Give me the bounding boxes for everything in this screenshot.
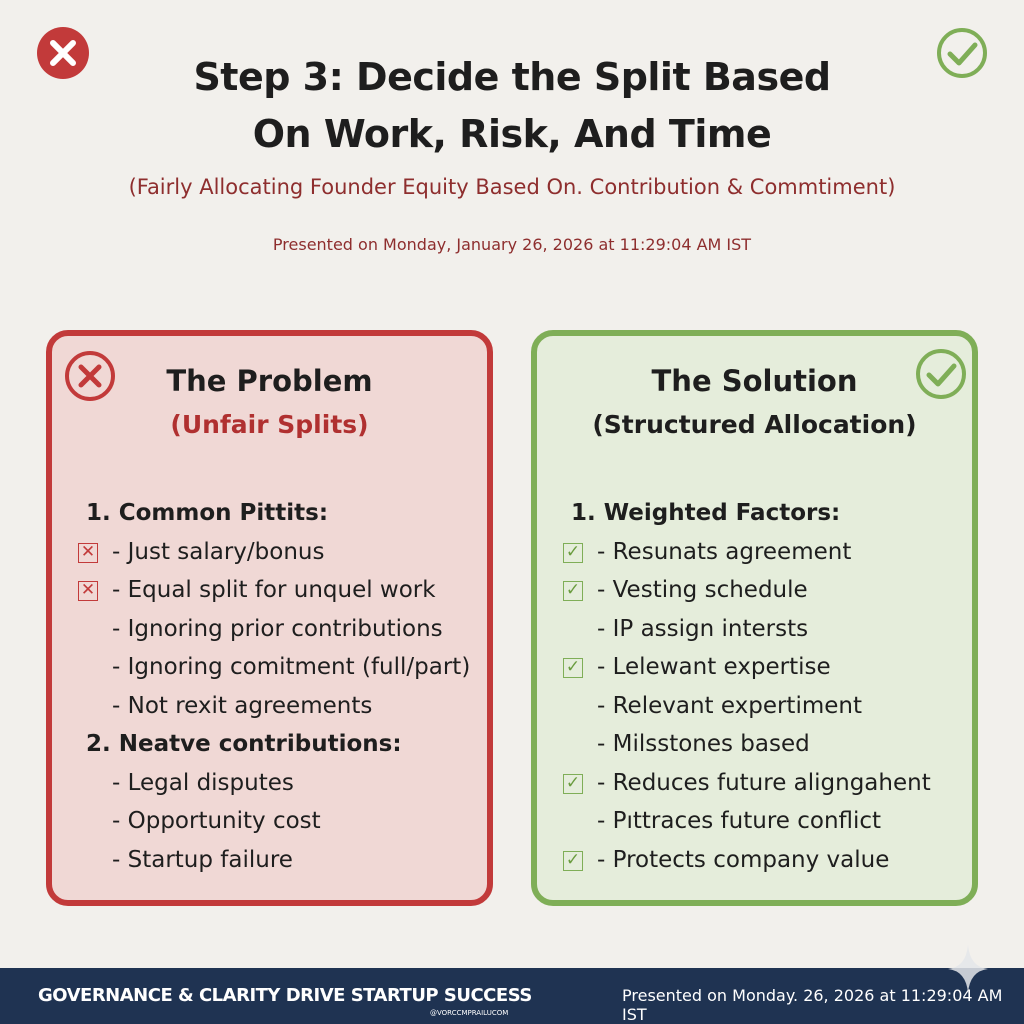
- footer-presented: Presented on Monday. 26, 2026 at 11:29:0…: [622, 986, 1003, 1024]
- sparkle-icon: [948, 945, 988, 993]
- list-item-text: - Vesting schedule: [597, 577, 808, 603]
- list-item-text: - Protects company value: [597, 846, 890, 873]
- footer-tagline: GOVERNANCE & CLARITY DRIVE STARTUP SUCCE…: [38, 985, 532, 1006]
- list-item: ✓ - Vesting schedule: [537, 571, 972, 610]
- list-item: ✓ - Resunats agreement: [537, 533, 972, 572]
- presented-date: Presented on Monday, January 26, 2026 at…: [272, 235, 752, 254]
- list-item-text: - Ignoring comitment (full/part): [112, 654, 471, 680]
- list-item-text: - Equal split for unquel work: [112, 577, 436, 603]
- footer-bar: GOVERNANCE & CLARITY DRIVE STARTUP SUCCE…: [0, 968, 1024, 1024]
- list-item: - Milsstones based: [537, 725, 972, 764]
- list-item-text: - Just salary/bonus: [112, 538, 325, 565]
- check-circle-icon: [916, 349, 966, 399]
- list-item: - Not rexit agreements: [52, 687, 487, 726]
- list-item: ✓ - Lelewant expertise: [537, 648, 972, 687]
- list-item: ✓ - Protects company value: [537, 841, 972, 880]
- list-item-text: - Relevant expertiment: [597, 692, 862, 719]
- subtitle: (Fairly Allocating Founder Equity Based …: [128, 175, 896, 199]
- list-item: - Pıttraces future conflict: [537, 802, 972, 841]
- solution-title: The Solution: [651, 364, 858, 398]
- solution-subtitle: (Structured Allocation): [592, 410, 917, 439]
- list-item: 1. Common Pittits:: [52, 494, 487, 533]
- list-item-text: - Opportunity cost: [112, 808, 321, 834]
- list-item: 1. Weighted Factors:: [537, 494, 972, 533]
- solution-list: 1. Weighted Factors: ✓ - Resunats agreemen…: [537, 494, 972, 879]
- problem-title: The Problem: [166, 364, 373, 398]
- x-checkbox-icon: ✕: [78, 542, 98, 563]
- list-item-text: 1. Common Pittits:: [86, 500, 329, 526]
- check-checkbox-icon: ✓: [563, 850, 583, 871]
- list-item: 2. Neatve contributions:: [52, 725, 487, 764]
- check-checkbox-icon: ✓: [563, 542, 583, 563]
- list-item-text: - Pıttraces future conflict: [597, 808, 882, 834]
- list-item: - Legal disputes: [52, 764, 487, 803]
- list-item: - Ignoring comitment (full/part): [52, 648, 487, 687]
- list-item-text: - Ignoring prior contributions: [112, 615, 443, 642]
- problem-subtitle: (Unfair Splits): [170, 410, 369, 439]
- x-circle-icon: [37, 27, 89, 79]
- check-checkbox-icon: ✓: [563, 581, 583, 601]
- list-item-text: - Legal disputes: [112, 769, 294, 796]
- list-item: - IP assign intersts: [537, 610, 972, 649]
- title-line-1: Step 3: Decide the Split Based: [193, 55, 831, 99]
- list-item-text: - Resunats agreement: [597, 538, 852, 565]
- list-item-text: - Milsstones based: [597, 731, 810, 757]
- list-item-text: 2. Neatve contributions:: [86, 731, 402, 757]
- list-item: - Opportunity cost: [52, 802, 487, 841]
- list-item-text: 1. Weighted Factors:: [571, 500, 841, 526]
- list-item-text: - Lelewant expertise: [597, 654, 831, 680]
- list-item-text: - Reduces future aligngahent: [597, 769, 931, 796]
- problem-panel: The Problem (Unfair Splits) 1. Common Pi…: [46, 330, 493, 906]
- problem-list: 1. Common Pittits:✕- Just salary/bonus✕-…: [52, 494, 487, 879]
- check-circle-icon: [937, 28, 987, 78]
- list-item: - Ignoring prior contributions: [52, 610, 487, 649]
- list-item: - Relevant expertiment: [537, 687, 972, 726]
- title-line-2: On Work, Risk, And Time: [252, 112, 772, 156]
- footer-handle: @VORCCMPRAILUCOM: [430, 1009, 509, 1017]
- list-item: - Startup failure: [52, 841, 487, 880]
- list-item-text: - Not rexit agreements: [112, 692, 373, 719]
- list-item-text: - Startup failure: [112, 846, 293, 873]
- x-circle-icon: [65, 351, 115, 401]
- list-item: ✓ - Reduces future aligngahent: [537, 764, 972, 803]
- list-item-text: - IP assign intersts: [597, 615, 809, 642]
- list-item: ✕ - Equal split for unquel work: [52, 571, 487, 610]
- check-checkbox-icon: ✓: [563, 658, 583, 678]
- list-item: ✕ - Just salary/bonus: [52, 533, 487, 572]
- solution-panel: The Solution (Structured Allocation) 1. …: [531, 330, 978, 906]
- check-checkbox-icon: ✓: [563, 773, 583, 794]
- x-checkbox-icon: ✕: [78, 581, 98, 601]
